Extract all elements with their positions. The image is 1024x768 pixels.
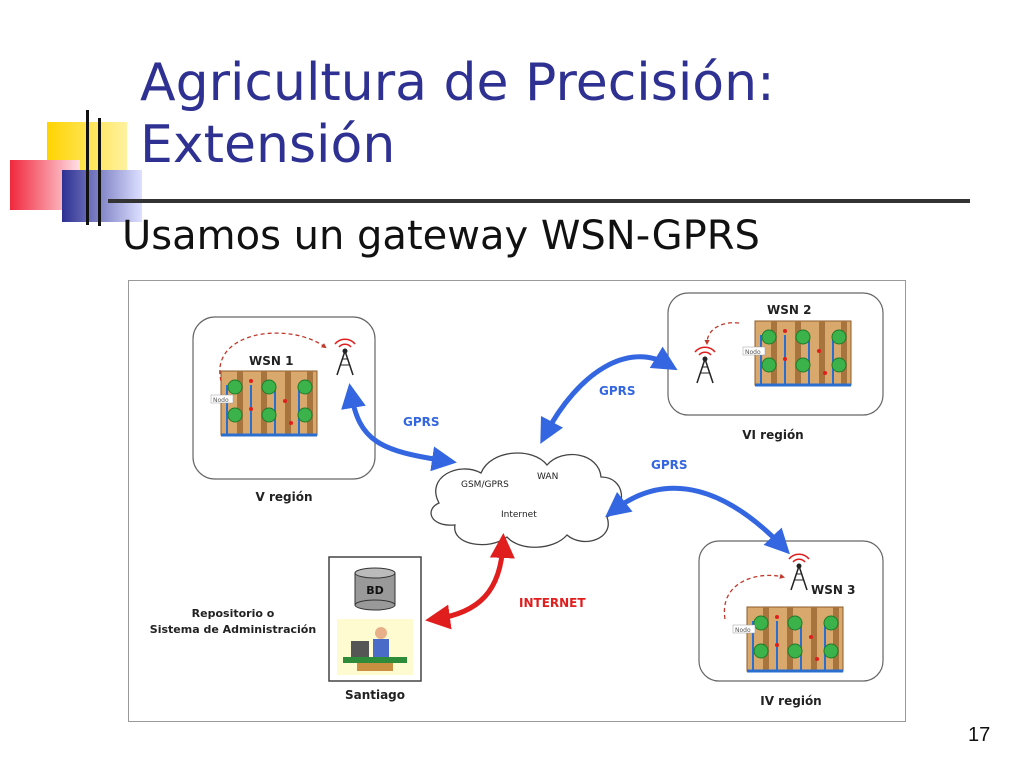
gprs-label-2: GPRS — [599, 384, 636, 398]
wsn3-field — [745, 605, 845, 673]
wsn1-region: V región — [255, 490, 312, 504]
wsn1-field — [219, 369, 319, 437]
wsn2-region: VI región — [742, 428, 803, 442]
repository-group: BD Santiago Repositorio o Sistema de Adm… — [150, 556, 422, 702]
wsn2-label: WSN 2 — [767, 303, 811, 317]
operator-workstation-icon — [337, 619, 413, 675]
wsn3-node-label: Nodo — [735, 627, 751, 634]
bullet-text: Usamos un gateway WSN-GPRS — [122, 213, 760, 259]
page-number: 17 — [968, 724, 991, 746]
gprs-arrow-wsn3 — [605, 485, 790, 555]
cloud-gsm-label: GSM/GPRS — [461, 480, 509, 490]
wsn1-group: Nodo WSN 1 V región — [192, 316, 376, 504]
decorative-squares — [10, 110, 142, 226]
title-line-2: Extensión — [140, 115, 396, 175]
wsn1-node-label: Nodo — [213, 397, 229, 404]
wsn2-field — [753, 319, 853, 387]
wsn1-label: WSN 1 — [249, 354, 293, 368]
wsn3-label: WSN 3 — [811, 583, 855, 597]
internet-cloud: GSM/GPRS WAN Internet — [430, 452, 623, 548]
repository-label-line1: Repositorio o — [192, 607, 275, 620]
database-icon: BD — [354, 567, 396, 611]
vertical-bar-2 — [98, 118, 101, 226]
internet-label: INTERNET — [519, 596, 586, 610]
title-divider — [108, 199, 970, 203]
diagram-canvas: Nodo WSN 1 V región Nodo WSN 2 VI región… — [150, 292, 884, 708]
gprs-arrow-wsn2 — [540, 346, 678, 444]
gprs-label-1: GPRS — [403, 415, 440, 429]
cloud-wan-label: WAN — [537, 472, 558, 482]
wsn2-group: Nodo WSN 2 VI región — [667, 292, 884, 442]
repository-city: Santiago — [345, 688, 405, 702]
title-line-1: Agricultura de Precisión: — [140, 53, 775, 113]
wsn3-region: IV región — [760, 694, 821, 708]
vertical-bar — [86, 110, 89, 225]
repository-label-line2: Sistema de Administración — [150, 623, 316, 636]
wsn3-group: Nodo WSN 3 IV región — [698, 540, 884, 708]
gprs-label-3: GPRS — [651, 458, 688, 472]
slide-title: Agricultura de Precisión: Extensión — [140, 52, 1000, 176]
network-diagram: Nodo WSN 1 V región Nodo WSN 2 VI región… — [128, 280, 906, 722]
cloud-internet-label: Internet — [501, 510, 537, 520]
gprs-arrow-wsn1 — [341, 383, 457, 472]
internet-arrow — [425, 533, 515, 630]
database-label: BD — [366, 584, 384, 597]
wsn2-node-label: Nodo — [745, 349, 761, 356]
blue-square — [62, 170, 142, 222]
